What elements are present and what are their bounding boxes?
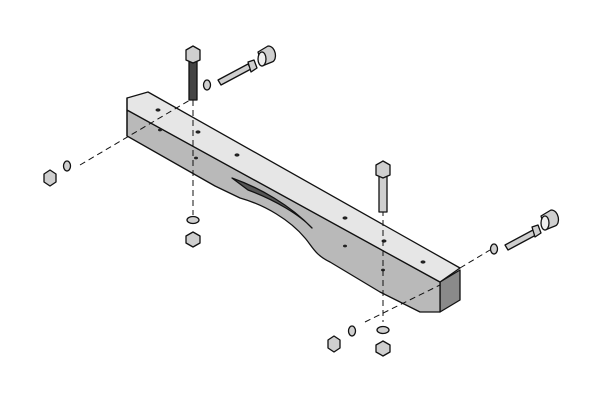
assembly-lines: [79, 99, 491, 323]
hole: [158, 128, 162, 132]
cap: [257, 45, 277, 67]
washer: [376, 325, 390, 335]
horizontal-bolt: [504, 224, 542, 251]
bracket: [126, 91, 461, 313]
washer: [489, 243, 499, 255]
hole: [342, 216, 348, 220]
bracket-web: [126, 109, 441, 313]
hole: [194, 156, 198, 160]
hole: [155, 108, 161, 112]
nut: [327, 335, 341, 353]
hole: [195, 130, 201, 134]
hole: [381, 239, 387, 243]
nut: [43, 169, 57, 187]
hole: [343, 244, 347, 248]
cap: [540, 209, 560, 231]
washer: [202, 79, 212, 91]
nut: [375, 340, 391, 357]
nut: [185, 231, 201, 248]
washer: [186, 215, 200, 225]
horizontal-bolt: [217, 59, 258, 86]
washer: [347, 325, 357, 337]
bracket-top-face: [126, 91, 461, 283]
hole: [234, 153, 240, 157]
hole: [420, 260, 426, 264]
vertical-bolt: [375, 160, 391, 213]
vertical-bolt: [185, 45, 201, 101]
bracket-cutout: [231, 177, 313, 229]
washer: [62, 160, 72, 172]
